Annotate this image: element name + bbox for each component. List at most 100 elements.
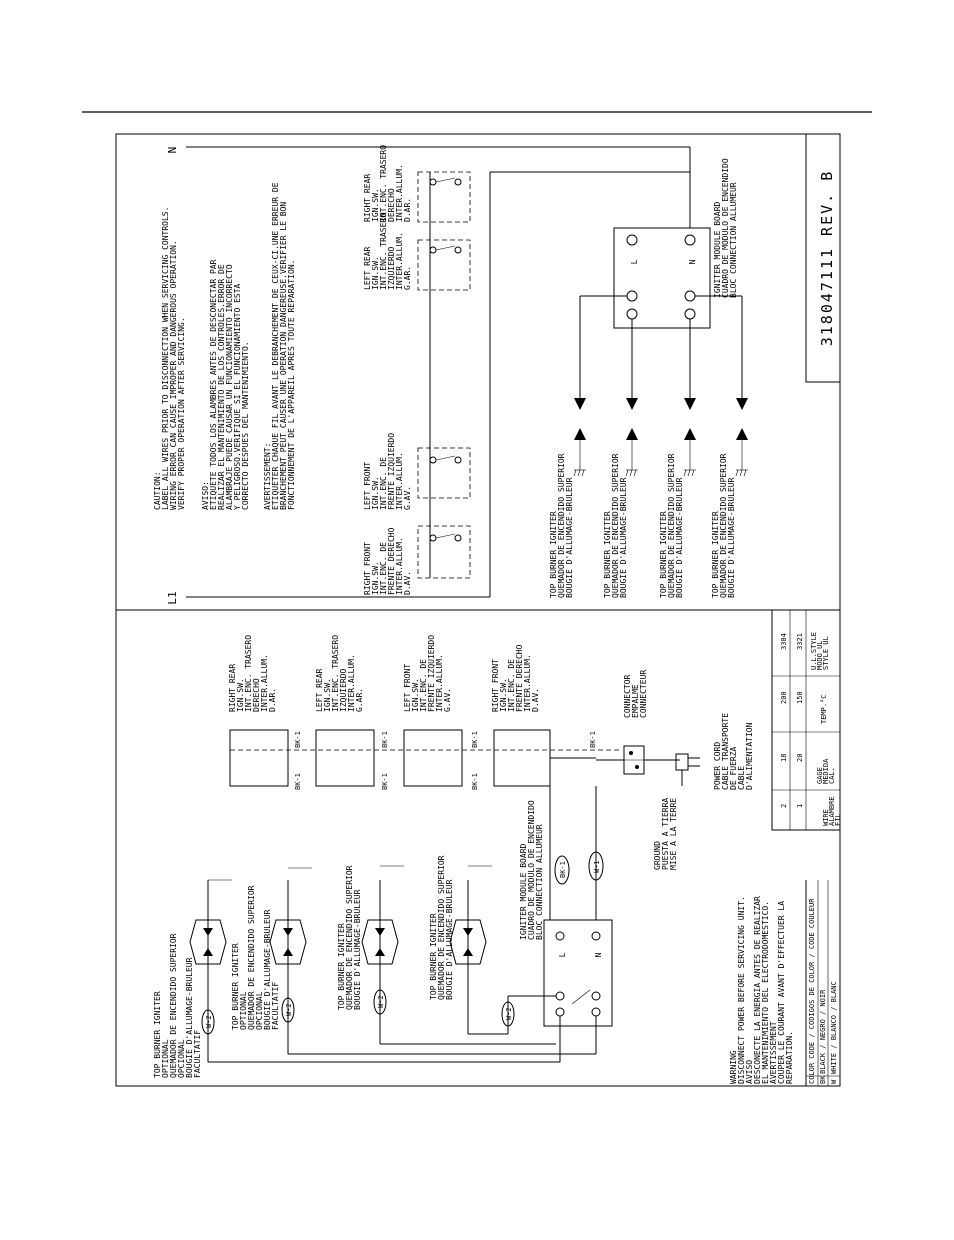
label-right-front-pictorial: RIGHT FRONT IGN.SW. INT.ENC. DE FRENTE D… (491, 644, 540, 712)
wire-oval-w2-4 (501, 1001, 515, 1027)
wire-tag: W-2 (377, 995, 385, 1008)
igniter-4-symbol (735, 398, 748, 477)
wire-tag: W-2 (505, 1007, 513, 1020)
svg-text:TOP BURNER IGNITER: TOP BURNER IGNITER (153, 991, 162, 1078)
svg-text:IGN.SW.: IGN.SW. (499, 678, 508, 712)
svg-text:RIGHT FRONT: RIGHT FRONT (491, 659, 500, 712)
wire-tag: W-2 (205, 1015, 213, 1028)
svg-text:AVERTISSEMENT:: AVERTISSEMENT: (263, 443, 272, 510)
style-row-1: 3304 (780, 633, 788, 650)
svg-text:DESCONECTE LA ENERGIA ANTES DE: DESCONECTE LA ENERGIA ANTES DE REALIZAR (753, 896, 762, 1084)
svg-text:IGN.SW.: IGN.SW. (371, 561, 380, 595)
svg-text:FACULTATIF: FACULTATIF (193, 1030, 202, 1078)
svg-text:CAUTION:: CAUTION: (153, 471, 162, 510)
pictorial-igniter-2 (269, 867, 312, 965)
svg-text:TOP BURNER IGNITER: TOP BURNER IGNITER (231, 943, 240, 1030)
wire-oval-w2-2 (281, 997, 295, 1023)
svg-text:ALAMBRAJE PUEDE CAUSAR UN FUNC: ALAMBRAJE PUEDE CAUSAR UN FUNCIONAMIENTO… (225, 264, 234, 510)
wire-spec-table (771, 609, 841, 831)
switch-right-front (417, 525, 471, 579)
svg-text:OPTIONAL: OPTIONAL (161, 1039, 170, 1078)
svg-text:PUESTA A TIERRA: PUESTA A TIERRA (661, 798, 670, 870)
svg-text:INTER.ALLUM.: INTER.ALLUM. (395, 537, 404, 595)
label-igniter-3-pictorial: TOP BURNER IGNITER QUEMADOR DE ENCENDIDO… (337, 865, 362, 1010)
svg-text:INT.ENC. TRASERO: INT.ENC. TRASERO (379, 145, 388, 222)
svg-text:ETIQUETER CHAQUE FIL AVANT LE: ETIQUETER CHAQUE FIL AVANT LE DEBRANCHEM… (271, 182, 280, 510)
power-cord-plug (675, 753, 700, 786)
label-igniter-4-schematic: TOP BURNER IGNITER QUEMADOR DE ENCENDIDO… (711, 453, 736, 598)
svg-text:BLOC CONNECTION ALLUMEUR: BLOC CONNECTION ALLUMEUR (729, 182, 738, 298)
svg-text:IGN.SW.: IGN.SW. (323, 678, 332, 712)
svg-text:D.AR.: D.AR. (268, 688, 277, 712)
svg-text:COUPER LE COURANT AVANT D'EFFE: COUPER LE COURANT AVANT D'EFFECTUER LA (777, 901, 786, 1084)
svg-text:CONNECTOR: CONNECTOR (623, 674, 632, 718)
svg-text:INTER.ALLUM.: INTER.ALLUM. (395, 452, 404, 510)
pictorial-igniter-3 (361, 865, 404, 965)
svg-text:DISCONNECT POWER BEFORE SERVIC: DISCONNECT POWER BEFORE SERVICING UNIT. (737, 896, 746, 1084)
label-right-front-schematic: RIGHT FRONT IGN.SW. INT.ENC. DE FRENTE D… (363, 527, 412, 595)
svg-text:WIRE: WIRE (822, 809, 830, 826)
caution-block: CAUTION: LABEL ALL WIRES PRIOR TO DISCON… (153, 207, 186, 510)
svg-text:QUEMADOR DE ENCENDIDO SUPERIOR: QUEMADOR DE ENCENDIDO SUPERIOR (611, 453, 620, 598)
svg-text:IZQUIERDO: IZQUIERDO (339, 668, 348, 712)
svg-text:FACULTATIF: FACULTATIF (271, 982, 280, 1030)
svg-text:FRENTE DERECHO: FRENTE DERECHO (387, 527, 396, 595)
svg-text:TOP BURNER IGNITER: TOP BURNER IGNITER (549, 511, 558, 598)
igniter-module-board-pictorial (543, 919, 613, 1027)
pictorial-module-terminal-n: N (594, 952, 603, 957)
pictorial-switch-right-rear (229, 729, 289, 787)
switch-left-front (417, 447, 471, 499)
svg-text:QUEMADOR DE ENCENDIDO SUPERIOR: QUEMADOR DE ENCENDIDO SUPERIOR (719, 453, 728, 598)
label-ground: GROUND PUESTA A TIERRA MISE A LA TERRE (653, 798, 678, 870)
doc-number-box (805, 133, 841, 383)
wire-tag: BK-1 (471, 773, 479, 790)
svg-text:BOUGIE D'ALLUMAGE-BRULEUR: BOUGIE D'ALLUMAGE-BRULEUR (675, 477, 684, 598)
svg-text:INTER.ALLUM.: INTER.ALLUM. (260, 654, 269, 712)
pictorial-igniter-1 (189, 879, 232, 965)
wire-tag: BK-1 (294, 731, 302, 748)
svg-text:AVISO:: AVISO: (201, 481, 210, 510)
label-power-cord: POWER CORD CABLE TRANSPORTE DE FUERZA CA… (713, 713, 754, 790)
svg-text:RIGHT REAR: RIGHT REAR (228, 664, 237, 712)
label-module-board-pictorial: IGNITER MODULE BOARD CUADRO DE MODULO DE… (519, 800, 544, 940)
svg-text:CABLE TRANSPORTE: CABLE TRANSPORTE (721, 713, 730, 790)
svg-text:LEFT REAR: LEFT REAR (363, 246, 372, 290)
svg-text:G.AR.: G.AR. (403, 266, 412, 290)
label-igniter-1-schematic: TOP BURNER IGNITER QUEMADOR DE ENCENDIDO… (549, 453, 574, 598)
svg-text:QUEMADOR DE ENCENDIDO SUPERIOR: QUEMADOR DE ENCENDIDO SUPERIOR (345, 865, 354, 1010)
svg-text:MEDIDA: MEDIDA (822, 758, 830, 784)
svg-text:TOP BURNER IGNITER: TOP BURNER IGNITER (429, 913, 438, 1000)
svg-text:INT.ENC. DE: INT.ENC. DE (419, 659, 428, 712)
gage-header: GAGE MEDIDA CAL. (816, 758, 836, 784)
connector-block (623, 745, 645, 775)
svg-text:MISE A LA TERRE: MISE A LA TERRE (669, 798, 678, 870)
svg-text:IGN.SW.: IGN.SW. (236, 678, 245, 712)
wire-oval-w (588, 851, 604, 881)
svg-text:TOP BURNER IGNITER: TOP BURNER IGNITER (659, 511, 668, 598)
svg-text:FRENTE IZQUIERDO: FRENTE IZQUIERDO (387, 433, 396, 510)
svg-text:ETIQUETE TODOS LOS ALAMBRES AN: ETIQUETE TODOS LOS ALAMBRES ANTES DE DES… (209, 259, 218, 510)
svg-text:U.L.STYLE: U.L.STYLE (810, 632, 818, 670)
doc-number: 318047111 REV. B (818, 170, 836, 347)
svg-text:REALIZAR EL MANTENIMIENTO DE L: REALIZAR EL MANTENIMIENTO DE LOS CONTROL… (217, 264, 226, 510)
svg-text:OPTIONAL: OPTIONAL (239, 991, 248, 1030)
svg-text:WIRING ERROR CAN CAUSE IMPROPE: WIRING ERROR CAN CAUSE IMPROPER AND DANG… (169, 240, 178, 510)
label-right-rear-schematic: RIGHT REAR IGN.SW. INT.ENC. TRASERO DERE… (363, 145, 412, 222)
label-right-rear-pictorial: RIGHT REAR IGN.SW. INT.ENC. TRASERO DERE… (228, 635, 277, 712)
svg-text:IZQUIERDO: IZQUIERDO (387, 246, 396, 290)
svg-text:BLOC CONNECTION ALLUMEUR: BLOC CONNECTION ALLUMEUR (535, 824, 544, 940)
avertissement-block: AVERTISSEMENT: ETIQUETER CHAQUE FIL AVAN… (263, 182, 296, 510)
svg-text:D.AV.: D.AV. (403, 571, 412, 595)
svg-text:INT.ENC. TRASERO: INT.ENC. TRASERO (244, 635, 253, 712)
pictorial-switch-left-front (403, 729, 463, 787)
svg-text:INT.ENC. TRASERO: INT.ENC. TRASERO (379, 213, 388, 290)
svg-text:BOUGIE D'ALLUMAGE-BRULEUR: BOUGIE D'ALLUMAGE-BRULEUR (565, 477, 574, 598)
svg-text:BOUGIE D'ALLUMAGE-BRULEUR: BOUGIE D'ALLUMAGE-BRULEUR (185, 957, 194, 1078)
svg-text:INT.ENC. DE: INT.ENC. DE (379, 457, 388, 510)
svg-text:CONNECTEUR: CONNECTEUR (639, 670, 648, 718)
svg-text:INTER.ALLUM.: INTER.ALLUM. (523, 654, 532, 712)
wire-tag: BK-1 (559, 861, 567, 878)
svg-text:LEFT FRONT: LEFT FRONT (403, 664, 412, 712)
label-left-rear-schematic: LEFT REAR IGN.SW. INT.ENC. TRASERO IZQUI… (363, 213, 412, 290)
